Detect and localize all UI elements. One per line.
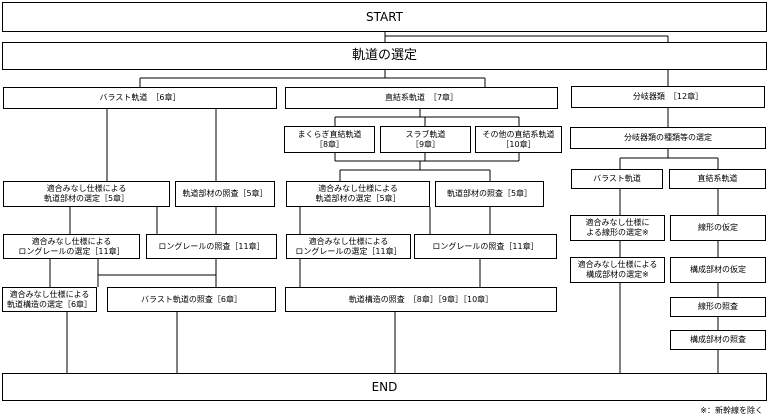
ballast-track-node: バラスト軌道 ［6章］: [3, 87, 277, 109]
turnout-type-select-node: 分岐器類の種類等の選定: [570, 127, 766, 149]
sleeper-direct-node: まくらぎ直結軌道 ［8章］: [284, 126, 375, 153]
other-direct-node: その他の直結系軌道 ［10章］: [475, 126, 562, 153]
direct-longrail-check-node: ロングレールの照査［11章］: [414, 234, 557, 259]
direct-track-node: 直結系軌道 ［7章］: [285, 87, 558, 109]
turnout-member-assume-node: 構成部材の仮定: [670, 257, 766, 283]
turnout-node: 分岐器類 ［12章］: [571, 86, 765, 108]
ballast-deemed-longrail-node: 適合みなし仕様による ロングレールの選定［11章］: [3, 234, 140, 259]
turnout-deemed-member-node: 適合みなし仕様による 構成部材の選定※: [570, 257, 665, 283]
select-track-node: 軌道の選定: [2, 42, 767, 70]
turnout-direct-node: 直結系軌道: [669, 169, 766, 189]
ballast-deemed-structure-node: 適合みなし仕様による 軌道構造の選定［6章］: [2, 287, 97, 312]
direct-deemed-member-node: 適合みなし仕様による 軌道部材の選定［5章］: [286, 181, 430, 207]
direct-member-check-node: 軌道部材の照査［5章］: [435, 181, 544, 207]
turnout-deemed-line-node: 適合みなし仕様に よる線形の選定※: [570, 215, 665, 241]
track-structure-check-node: 軌道構造の照査 ［8章］［9章］［10章］: [285, 287, 557, 312]
ballast-longrail-check-node: ロングレールの照査［11章］: [146, 234, 277, 259]
start-node: START: [2, 2, 767, 32]
ballast-check-node: バラスト軌道の照査［6章］: [107, 287, 276, 312]
turnout-line-assume-node: 線形の仮定: [670, 215, 766, 241]
turnout-ballast-node: バラスト軌道: [571, 169, 663, 189]
turnout-line-check-node: 線形の照査: [670, 297, 766, 317]
direct-deemed-longrail-node: 適合みなし仕様による ロングレールの選定［11章］: [286, 234, 411, 259]
turnout-member-check-node: 構成部材の照査: [670, 330, 766, 350]
slab-track-node: スラブ軌道 ［9章］: [380, 126, 471, 153]
ballast-member-check-node: 軌道部材の照査［5章］: [175, 181, 275, 207]
footnote: ※：新幹線を除く: [700, 406, 763, 415]
end-node: END: [2, 373, 767, 401]
ballast-deemed-member-node: 適合みなし仕様による 軌道部材の選定［5章］: [3, 181, 170, 207]
